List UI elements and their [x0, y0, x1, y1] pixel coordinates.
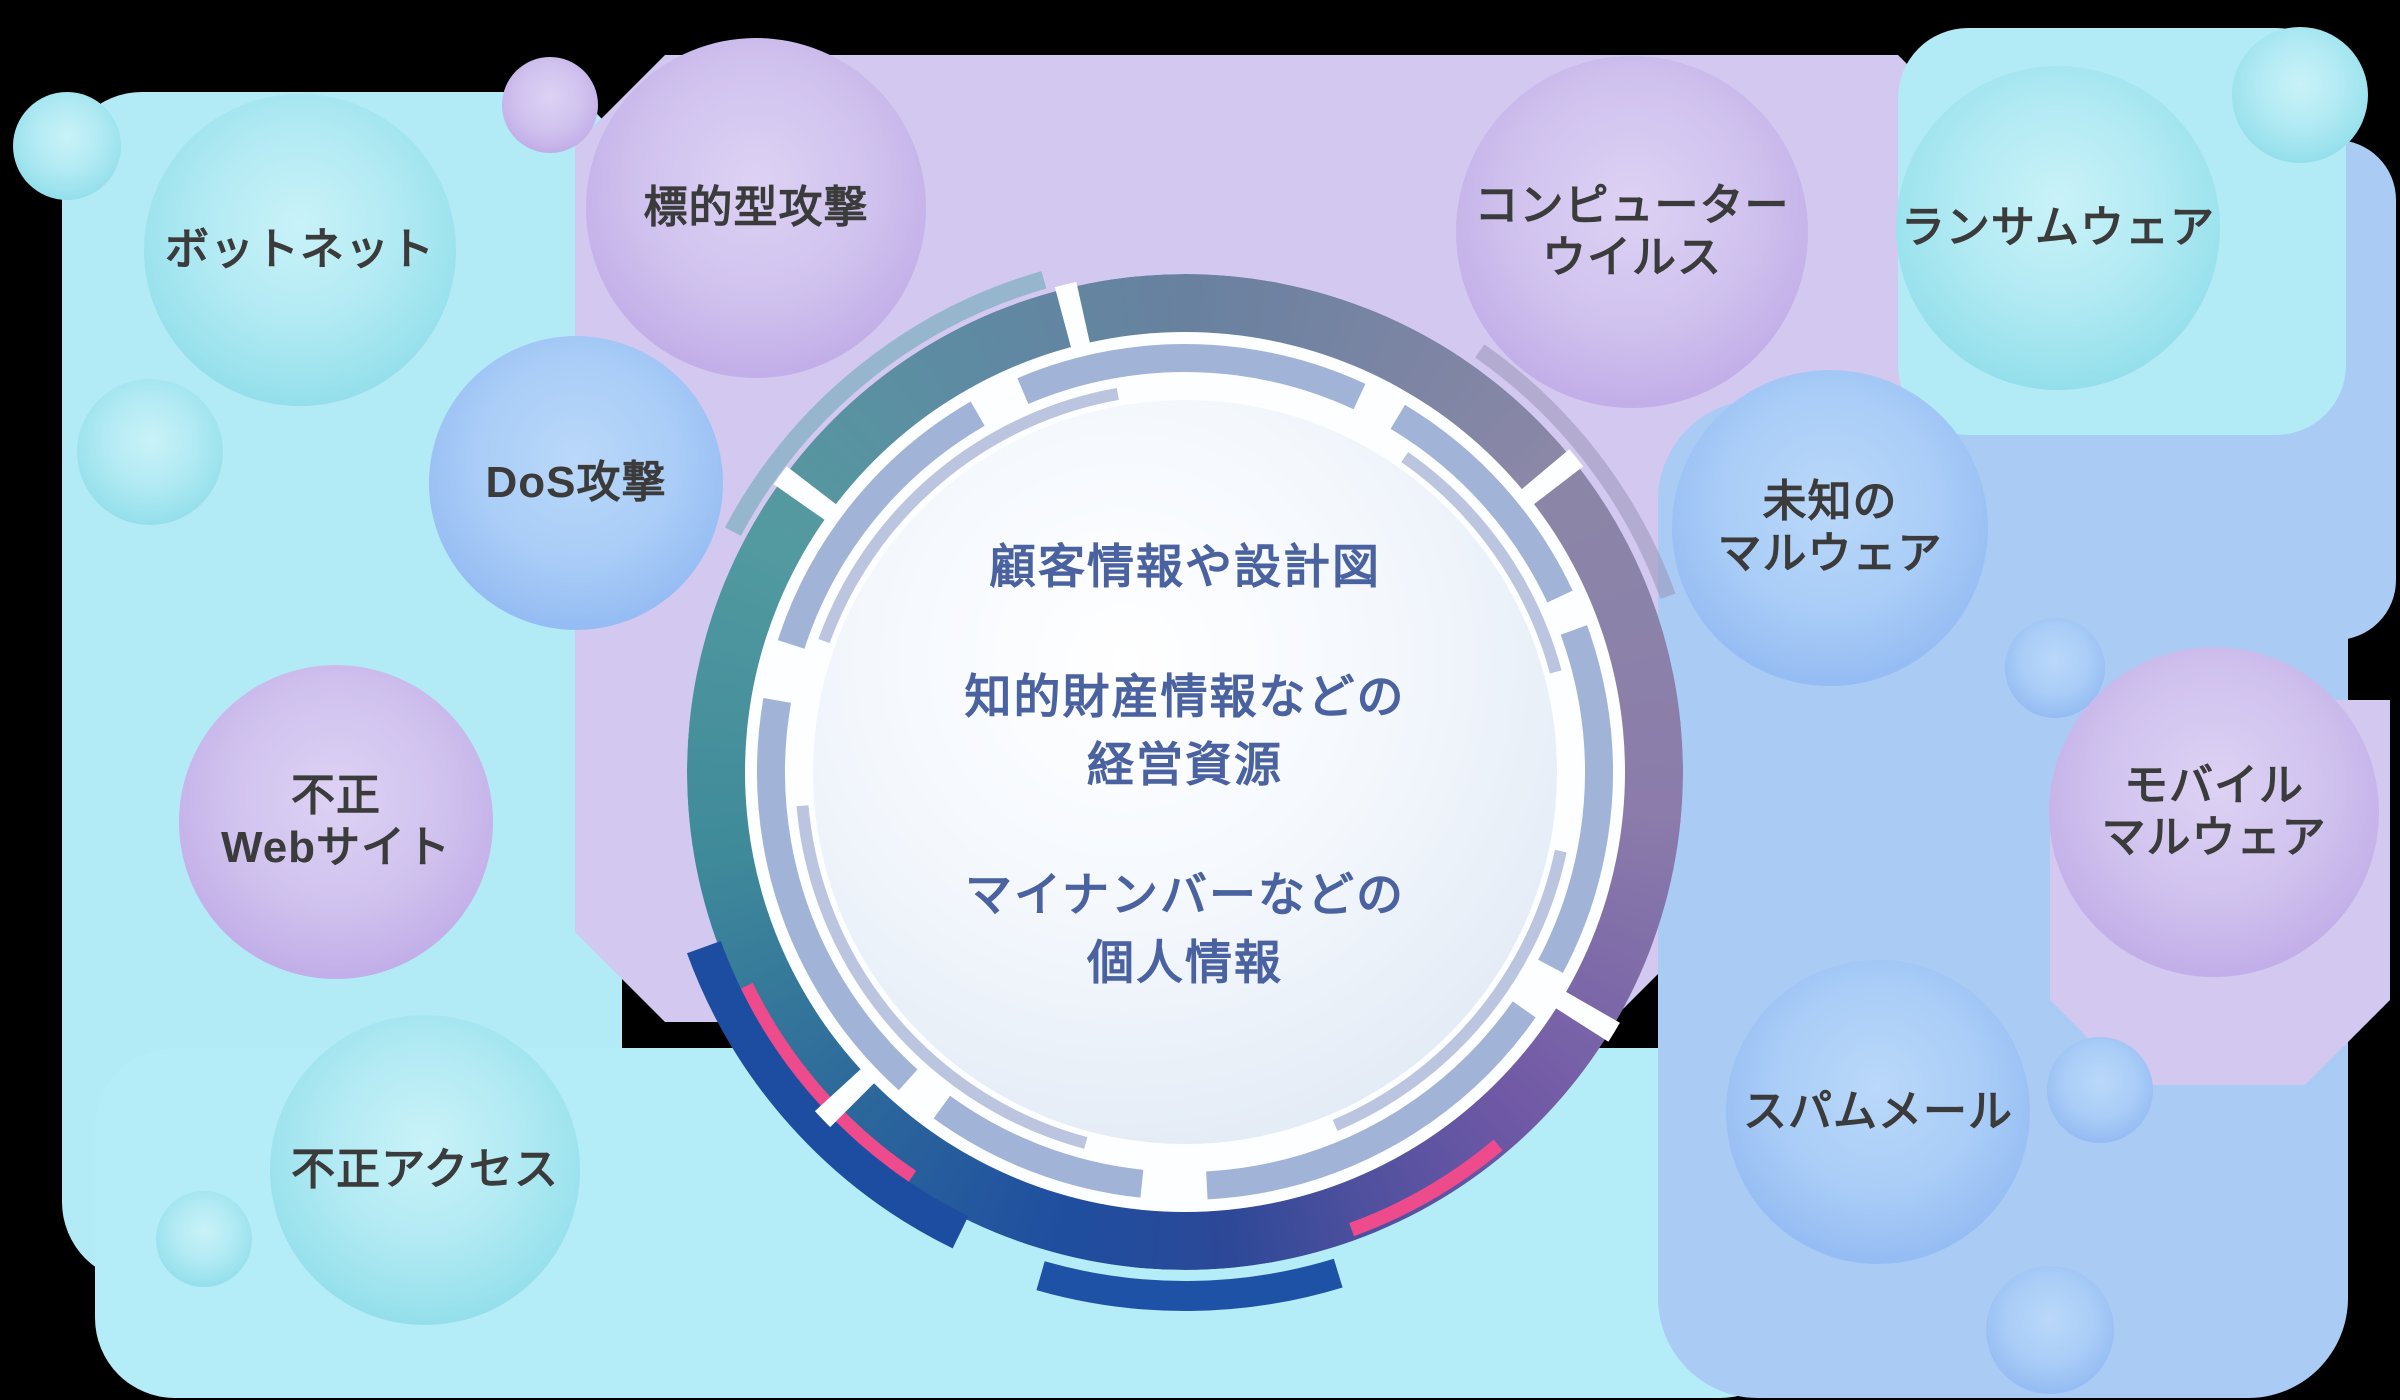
center-line-2: 知的財産情報などの — [964, 670, 1406, 723]
ring-arc-navy-bottomleft — [654, 241, 1715, 1302]
threat-bubble-dos-attack: DoS攻撃 — [429, 336, 723, 630]
threat-bubble-targeted-attack: 標的型攻撃 — [586, 38, 926, 378]
threat-bubble-unknown-malware: 未知の マルウェア — [1672, 370, 1988, 686]
ring-segments — [646, 233, 1724, 1311]
ring-arc-teal-topleft — [663, 250, 1706, 1293]
center-assets-text: 顧客情報や設計図 知的財産情報などの 経営資源 マイナンバーなどの 個人情報 — [805, 533, 1565, 997]
center-disc — [813, 400, 1557, 1144]
decor-bubble-1 — [13, 92, 121, 200]
decor-bubble-7 — [2047, 1037, 2153, 1143]
threat-bubble-spam-mail: スパムメール — [1726, 960, 2030, 1264]
ring-arc-pink-bottomright — [691, 278, 1679, 1266]
decor-bubble-4 — [502, 57, 598, 153]
center-line-5: 個人情報 — [1087, 936, 1283, 989]
ring-arc-navy-bottom — [646, 233, 1724, 1311]
threat-bubble-ransomware: ランサムウェア — [1896, 66, 2220, 390]
center-line-1: 顧客情報や設計図 — [989, 540, 1381, 593]
threat-bubble-computer-virus: コンピューター ウイルス — [1456, 56, 1808, 408]
threat-bubble-unauthorized-access: 不正アクセス — [270, 1015, 580, 1325]
ring-segmented-steel — [757, 344, 1613, 1200]
threat-bubble-botnet: ボットネット — [144, 94, 456, 406]
decor-bubble-8 — [1986, 1266, 2114, 1394]
ring-segmented-thin — [795, 382, 1575, 1162]
center-line-3: 経営資源 — [1087, 738, 1283, 791]
decor-bubble-6 — [2005, 618, 2105, 718]
threat-bubble-malicious-website: 不正 Webサイト — [179, 665, 493, 979]
threat-bubble-mobile-malware: モバイル マルウェア — [2049, 647, 2379, 977]
center-line-4: マイナンバーなどの — [964, 868, 1406, 921]
decor-bubble-3 — [156, 1191, 252, 1287]
decor-bubble-5 — [2232, 27, 2368, 163]
decor-bubble-2 — [77, 379, 223, 525]
